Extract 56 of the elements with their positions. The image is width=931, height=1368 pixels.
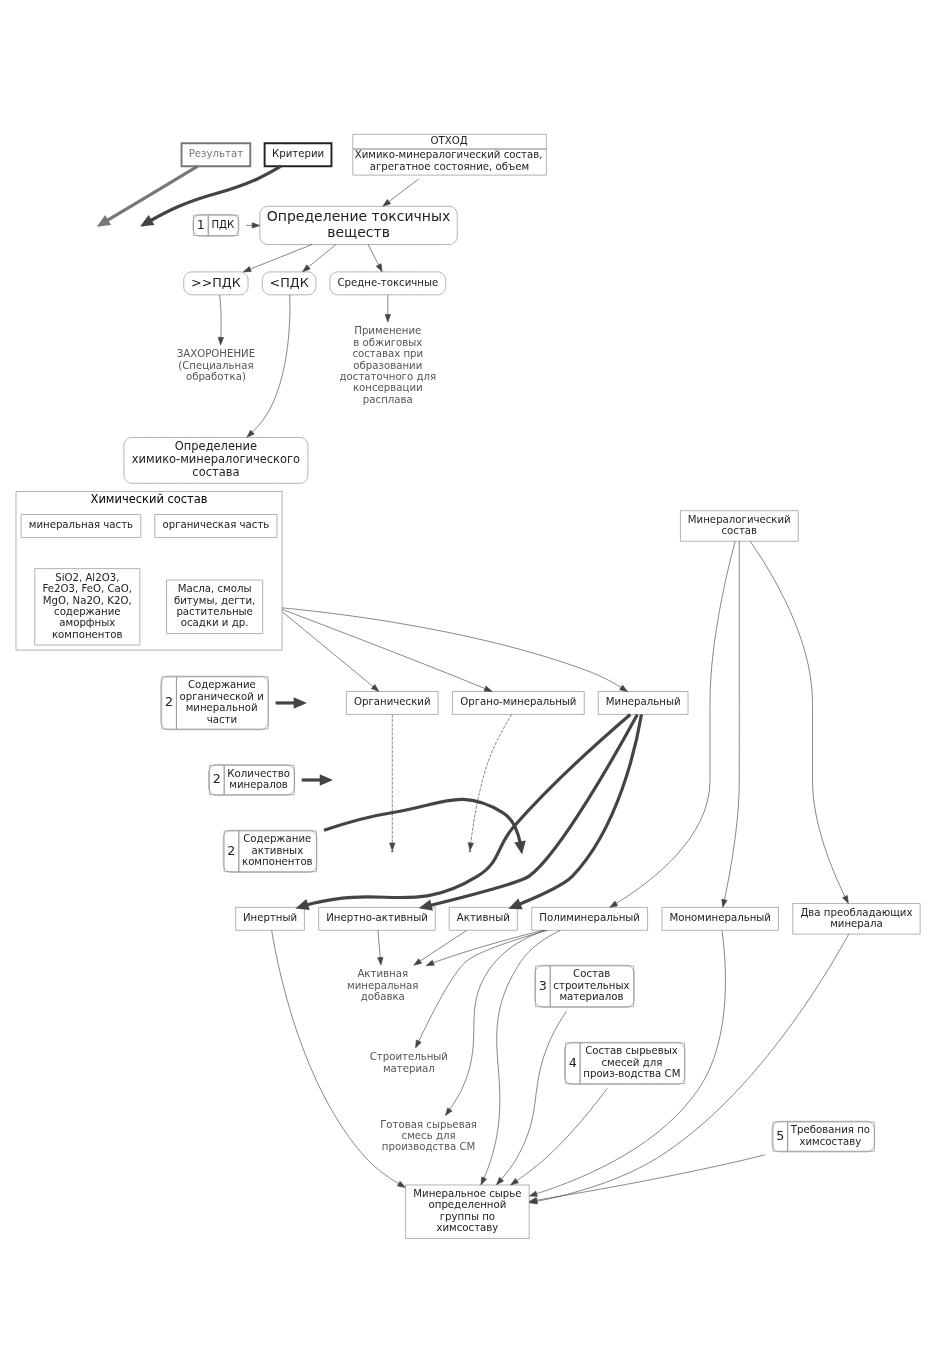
arrow — [367, 243, 383, 272]
arrow — [529, 929, 726, 1197]
node-box: Минеральный — [597, 690, 689, 715]
arrow — [721, 540, 740, 908]
node-box: органическая часть — [154, 513, 278, 538]
node-text: Готовая сырьевая смесь для производства СМ — [380, 1118, 477, 1152]
arrow — [413, 929, 468, 966]
arrow — [496, 1010, 567, 1185]
node-box: Активный — [448, 906, 518, 931]
node-box: SiO2, Al2O3, Fe2O3, FeO, CaO, MgO, Na2O, K2O, содержание аморфных компонентов — [34, 567, 141, 645]
node-box: Критерии — [263, 141, 333, 167]
node-box: Инертно-активный — [318, 906, 436, 931]
node-box: Результат — [180, 141, 252, 167]
node-box: Средне-токсичные — [329, 271, 447, 295]
node-text: Активная минеральная добавка — [347, 967, 419, 1002]
node-box: минеральная часть — [20, 513, 142, 538]
arrow — [384, 294, 391, 322]
arrow — [245, 221, 261, 228]
arrow — [377, 929, 384, 965]
arrow — [246, 294, 291, 438]
arrow — [609, 540, 736, 908]
arrow — [281, 610, 380, 692]
node-box: Определение токсичных веществ — [259, 205, 458, 245]
arrow — [389, 713, 396, 851]
node-text: Строительный материал — [369, 1050, 448, 1073]
arrow — [281, 608, 493, 692]
node-box: Масла, смолы битумы, дегти, растительные осадки и др. — [166, 579, 263, 634]
node-box: Инертный — [235, 906, 305, 931]
arrow — [467, 713, 512, 851]
arrow — [302, 243, 337, 272]
node-box: Минеральное сырье определенной группы по химсоставу — [405, 1184, 530, 1239]
arrow — [295, 712, 632, 910]
arrow — [418, 713, 639, 911]
arrow — [242, 243, 313, 272]
node-box: Органический — [346, 690, 439, 715]
node-text: Применение в обжиговых составах при образовании достаточного для консервации расплава — [339, 324, 437, 405]
arrow — [271, 929, 406, 1188]
arrow — [508, 713, 644, 909]
arrow — [425, 929, 544, 966]
node-box: Мономинеральный — [661, 906, 779, 931]
arrow — [217, 294, 224, 345]
arrow — [480, 929, 561, 1185]
node-box: Определение химико-минералогического состава — [123, 436, 309, 484]
arrow — [510, 1087, 608, 1185]
node-box: <ПДК — [262, 271, 317, 295]
node-box: Органо-минеральный — [452, 690, 585, 715]
node-box: Минералогический состав — [680, 509, 799, 542]
node-box: Два преобладающих минерала — [792, 902, 921, 934]
node-text: ЗАХОРОНЕНИЕ (Специальная обработка) — [176, 347, 256, 382]
node-box: Полиминеральный — [531, 906, 648, 931]
arrow — [749, 540, 849, 904]
arrow — [281, 607, 628, 692]
arrow — [382, 178, 419, 207]
arrow — [415, 929, 548, 1048]
node-box: >>ПДК — [183, 271, 249, 295]
arrow — [445, 929, 546, 1116]
